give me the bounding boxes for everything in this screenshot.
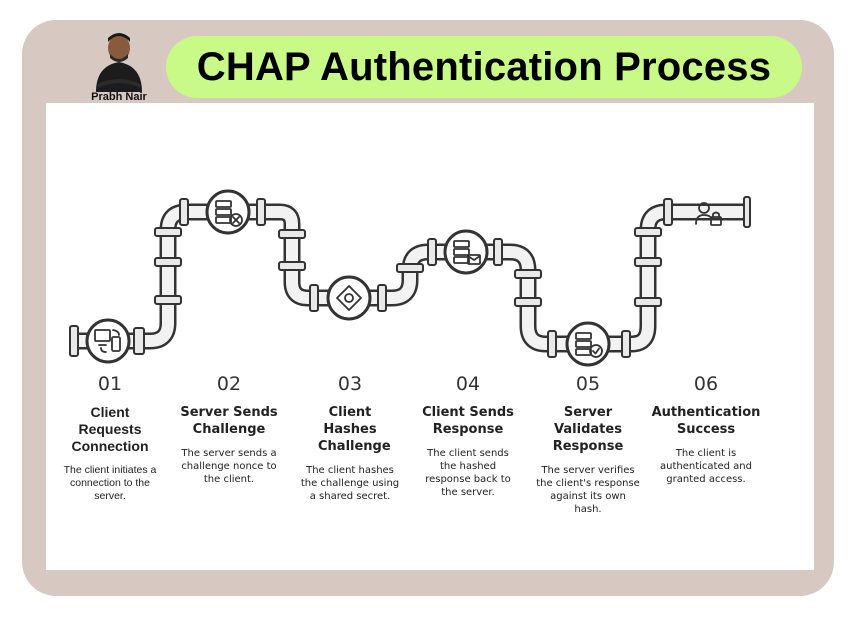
step-number: 06 [693, 373, 719, 395]
step-title: Client Sends Response [422, 405, 514, 437]
pipe-flanges [69, 196, 751, 358]
author-badge: Prabh Nair [84, 28, 154, 108]
server-cancel-icon [205, 189, 251, 235]
step-description: The client sends the hashed response bac… [425, 448, 511, 498]
step-05: 05 Server Validates Response The server … [528, 372, 648, 516]
step-title: Server Sends Challenge [180, 405, 278, 437]
step-02: 02 Server Sends Challenge The server sen… [169, 372, 289, 486]
step-03: 03 Client Hashes Challenge The client ha… [290, 372, 410, 503]
hash-icon [326, 275, 372, 321]
server-check-icon [565, 321, 611, 367]
step-06: 06 Authentication Success The client is … [646, 372, 766, 486]
step-number: 05 [575, 373, 601, 395]
step-04: 04 Client Sends Response The client send… [408, 372, 528, 499]
step-title: Client Hashes Challenge [318, 405, 391, 454]
user-lock-icon [695, 202, 722, 226]
step-description: The client is authenticated and granted … [660, 448, 752, 485]
step-description: The server verifies the client's respons… [536, 465, 640, 515]
page-title: CHAP Authentication Process [196, 44, 772, 89]
step-number: 01 [97, 373, 123, 395]
step-description: The client hashes the challenge using a … [300, 465, 400, 502]
step-number: 02 [216, 373, 242, 395]
content-panel [46, 103, 814, 570]
step-number: 03 [337, 373, 363, 395]
author-name: Prabh Nair [91, 91, 147, 103]
step-title: Client Requests Connection [71, 404, 149, 454]
step-description: The server sends a challenge nonce to th… [181, 448, 277, 485]
step-01: 01 Client Requests Connection The client… [50, 372, 170, 503]
server-mail-icon [443, 229, 489, 275]
title-banner: CHAP Authentication Process [166, 36, 802, 98]
step-title: Server Validates Response [552, 405, 624, 454]
client-server-icon [85, 318, 131, 364]
step-number: 04 [455, 373, 481, 395]
step-description: The client initiates a connection to the… [63, 464, 157, 502]
step-title: Authentication Success [651, 405, 761, 437]
author-avatar [96, 33, 142, 92]
